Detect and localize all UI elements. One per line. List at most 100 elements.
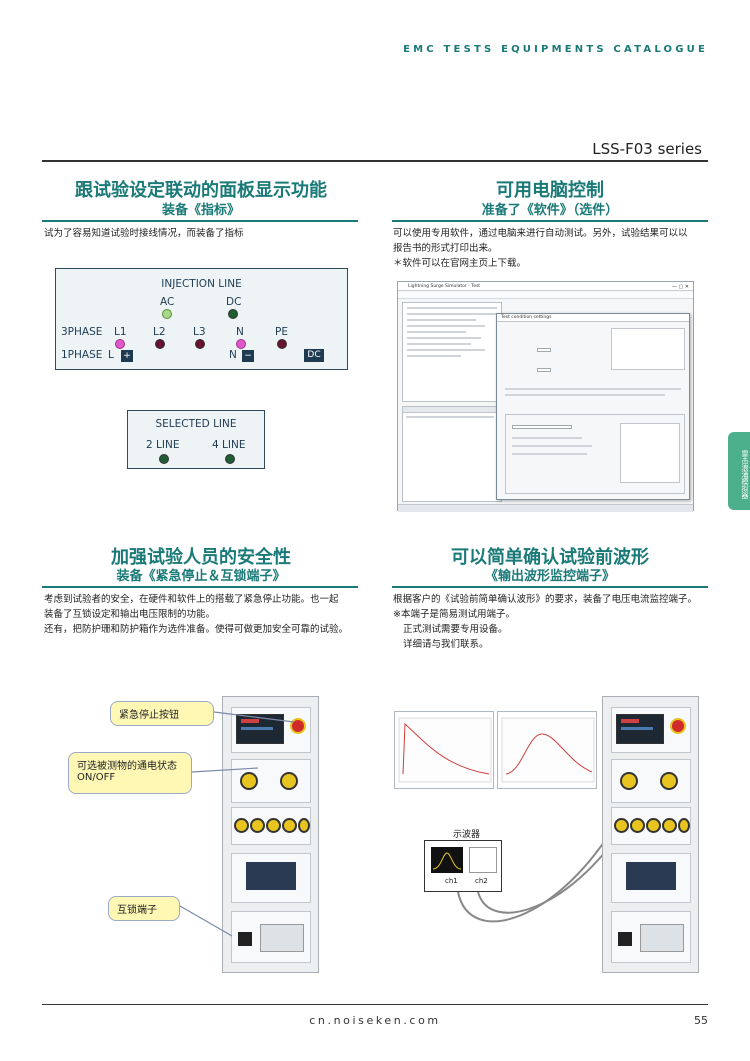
waveform-section-body-3: 正式测试需要专用设备。 <box>403 624 508 635</box>
footer-url[interactable]: cn.noiseken.com <box>309 1014 441 1027</box>
coupling-unit-right <box>626 862 676 890</box>
ch2-label: ch2 <box>475 877 488 885</box>
terminal-4[interactable] <box>282 818 297 833</box>
coupling-panel-right <box>611 853 691 903</box>
terminal-right-1[interactable] <box>614 818 629 833</box>
catalogue-header: EMC TESTS EQUIPMENTS CATALOGUE <box>403 44 708 55</box>
n-indicator-led <box>236 339 246 349</box>
terminal-panel <box>231 807 311 845</box>
pc-section-body-3: ＊软件可以在官网主页上下载。 <box>393 258 527 269</box>
panel-section-title: 跟试验设定联动的面板显示功能 <box>75 180 327 201</box>
series-title: LSS-F03 series <box>592 140 702 158</box>
dc-indicator-box: DC <box>304 349 324 362</box>
side-category-tab: 雷击浪涌模拟器 <box>728 432 750 510</box>
dc-indicator-led <box>228 309 238 319</box>
power-state-callout-line-1: 可选被测物的通电状态 <box>77 761 177 772</box>
n-label: N <box>236 326 244 338</box>
four-line-led <box>225 454 235 464</box>
two-line-label: 2 LINE <box>146 439 180 451</box>
waveform-screenshot-2 <box>497 711 597 789</box>
waveform-section-subtitle: 《输出波形监控端子》 <box>484 569 615 584</box>
monitor-terminal-1[interactable] <box>620 772 638 790</box>
software-menu-bar <box>398 292 693 299</box>
n-one-phase-label: N <box>229 349 237 361</box>
pc-section-body-2: 报告书的形式打印出来。 <box>393 243 498 254</box>
oscilloscope-screen <box>431 847 463 873</box>
dialog-dropdown <box>537 348 551 352</box>
display-screen <box>236 714 284 744</box>
control-panel-right <box>611 707 691 753</box>
terminal-right-2[interactable] <box>630 818 645 833</box>
power-panel <box>231 911 311 963</box>
interlock-callout: 互锁端子 <box>108 896 180 921</box>
emergency-stop-button[interactable] <box>290 718 306 734</box>
l1-indicator-led <box>115 339 125 349</box>
pc-section-subtitle: 准备了《软件》（选件） <box>481 203 619 218</box>
safety-section-body-3: 还有，把防护珊和防护箱作为选件准备。使得可做更加安全可靠的试验。 <box>44 624 349 635</box>
l3-indicator-led <box>195 339 205 349</box>
l2-indicator-led <box>155 339 165 349</box>
selected-line-title: SELECTED LINE <box>155 418 237 430</box>
decay-waveform <box>398 717 492 783</box>
l-label: L <box>108 349 114 361</box>
terminal-right-5[interactable] <box>678 818 690 833</box>
injection-line-panel: INJECTION LINE AC DC 3PHASE L1 L2 L3 N P… <box>55 268 348 370</box>
waveform-section-body-4: 详细请与我们联系。 <box>403 639 489 650</box>
software-screenshot: Lightning Surge Simulator - Test — ▢ ✕ T… <box>397 281 694 512</box>
window-controls-icon: — ▢ ✕ <box>671 284 689 290</box>
pc-section-line <box>392 220 708 222</box>
terminal-5[interactable] <box>298 818 310 833</box>
display-screen-right <box>616 714 664 744</box>
coupling-unit <box>246 862 296 890</box>
minus-indicator: − <box>242 350 254 362</box>
breaker[interactable] <box>260 924 304 952</box>
outlet-panel <box>231 759 311 803</box>
terminal-2[interactable] <box>250 818 265 833</box>
two-line-led <box>159 454 169 464</box>
safety-section-subtitle: 装备《紧急停止＆互锁端子》 <box>116 569 286 584</box>
dialog-tab-panel-top <box>611 328 685 370</box>
terminal-3[interactable] <box>266 818 281 833</box>
panel-section-line <box>42 220 358 222</box>
terminal-right-3[interactable] <box>646 818 661 833</box>
terminal-1[interactable] <box>234 818 249 833</box>
four-line-label: 4 LINE <box>212 439 246 451</box>
l1-label: L1 <box>114 326 127 338</box>
outlet-knob-1[interactable] <box>240 772 258 790</box>
pc-section-body-1: 可以使用专用软件，通过电脑来进行自动测试。另外，试验结果可以以 <box>393 228 688 239</box>
test-condition-dialog-title: Test condition settings <box>497 314 689 322</box>
monitor-terminal-2[interactable] <box>660 772 678 790</box>
outlet-knob-2[interactable] <box>280 772 298 790</box>
software-settings-list <box>402 302 502 402</box>
power-state-callout-line-2: ON/OFF <box>77 772 116 783</box>
page-number: 55 <box>694 1014 708 1027</box>
panel-section-body: 试为了容易知道试验时接线情况，而装备了指标 <box>44 228 244 239</box>
safety-section-body-1: 考虑到试验者的安全，在硬件和软件上的搭载了紧急停止功能。也一起 <box>44 594 339 605</box>
dialog-field <box>537 368 551 372</box>
safety-section-body-2: 装备了互锁设定和输出电压限制的功能。 <box>44 609 216 620</box>
emergency-stop-button-right[interactable] <box>670 718 686 734</box>
breaker-right[interactable] <box>640 924 684 952</box>
terminal-panel-right <box>611 807 691 845</box>
l2-label: L2 <box>153 326 166 338</box>
plus-indicator: + <box>121 350 133 362</box>
one-phase-label: 1PHASE <box>61 349 103 361</box>
terminal-right-4[interactable] <box>662 818 677 833</box>
waveform-section-line <box>392 586 708 588</box>
coupling-panel <box>231 853 311 903</box>
panel-section-subtitle: 装备《指标》 <box>161 203 240 218</box>
oscilloscope: ch1 ch2 <box>424 840 502 892</box>
test-cabinet-left <box>222 696 319 973</box>
interlock-terminal-right[interactable] <box>618 932 632 946</box>
waveform-screenshot-1 <box>394 711 494 789</box>
dc-label: DC <box>226 296 242 308</box>
interlock-terminal[interactable] <box>238 932 252 946</box>
waveform-section-body-1: 根据客户的《试验前简单确认波形》的要求，装备了电压电流监控端子。 <box>393 594 698 605</box>
waveform-section-body-2: ※本端子是简易测试用端子。 <box>393 609 515 620</box>
l3-label: L3 <box>193 326 206 338</box>
software-title-bar: Lightning Surge Simulator - Test <box>398 282 693 291</box>
power-state-callout: 可选被测物的通电状态 ON/OFF <box>68 752 192 794</box>
ch1-label: ch1 <box>445 877 458 885</box>
ac-label: AC <box>160 296 175 308</box>
header-divider <box>42 160 708 162</box>
